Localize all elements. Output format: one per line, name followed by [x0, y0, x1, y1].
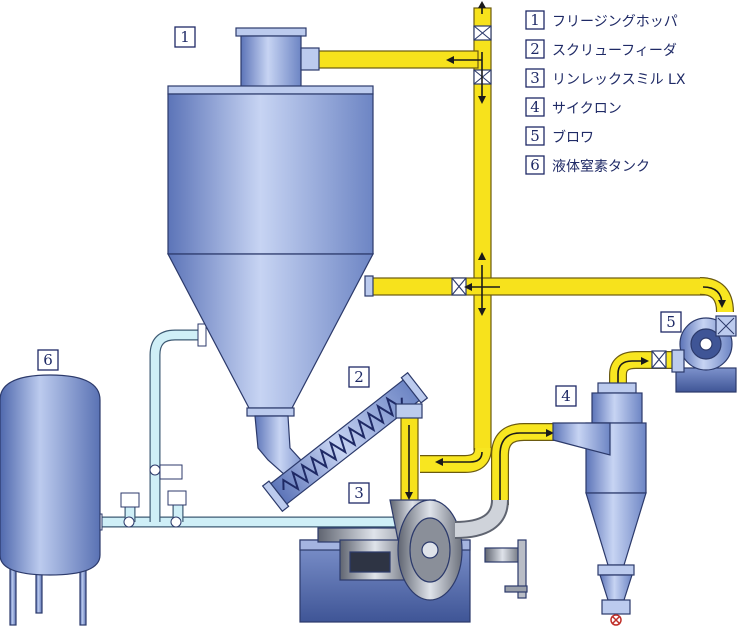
callout-screw-feeder: 2: [348, 366, 370, 388]
callout-label: 6: [43, 351, 53, 369]
callout-blower: 5: [660, 311, 682, 333]
legend-number: 6: [530, 156, 540, 174]
screw-feeder: [261, 371, 429, 513]
callout-label: 2: [354, 368, 364, 386]
ln2-valve-icon: [149, 464, 161, 476]
callout-label: 3: [354, 484, 364, 502]
return-air-pipe: [371, 277, 708, 296]
legend-number: 5: [530, 127, 540, 145]
legend-label: リンレックスミル LX: [552, 72, 686, 88]
legend-number: 3: [530, 69, 540, 87]
legend-label: ブロワ: [552, 129, 594, 146]
cyclone: [552, 382, 647, 626]
legend-item: 6 液体窒素タンク: [525, 155, 650, 175]
legend-label: 液体窒素タンク: [552, 158, 650, 175]
solenoid-valve-icon: [167, 490, 187, 506]
legend-item: 1 フリージングホッパ: [525, 10, 678, 30]
legend-label: サイクロン: [552, 101, 622, 117]
callout-mill: 3: [348, 482, 370, 504]
solenoid-valve-icon: [159, 464, 183, 480]
legend-label: スクリューフィーダ: [552, 43, 677, 59]
legend-number: 2: [530, 40, 540, 58]
duct-valves: [451, 25, 667, 369]
callout-label: 4: [561, 387, 571, 405]
callout-label: 1: [180, 28, 190, 46]
legend-number: 1: [530, 11, 540, 29]
legend-item: 4 サイクロン: [525, 97, 622, 117]
callout-ln2-tank: 6: [37, 349, 59, 371]
flow-arrows: [405, 1, 726, 500]
ln2-piping: [95, 323, 395, 531]
callout-cyclone: 4: [555, 385, 577, 407]
legend: 1 フリージングホッパ 2 スクリューフィーダ 3 リンレックスミル LX 4 …: [525, 10, 686, 175]
ln2-valve-icon: [123, 516, 135, 528]
legend-label: フリージングホッパ: [552, 14, 678, 30]
ln2-valve-icon: [170, 516, 182, 528]
blower: [671, 315, 737, 393]
legend-item: 3 リンレックスミル LX: [525, 68, 686, 88]
legend-number: 4: [530, 98, 540, 116]
solenoid-valve-icon: [120, 492, 140, 508]
ln2-tank: [0, 374, 101, 626]
legend-item: 5 ブロワ: [525, 126, 594, 146]
callout-hopper: 1: [174, 26, 196, 48]
freezing-hopper: [167, 27, 374, 485]
callout-label: 5: [666, 313, 676, 331]
legend-item: 2 スクリューフィーダ: [525, 39, 677, 59]
linrex-mill: [299, 499, 528, 623]
